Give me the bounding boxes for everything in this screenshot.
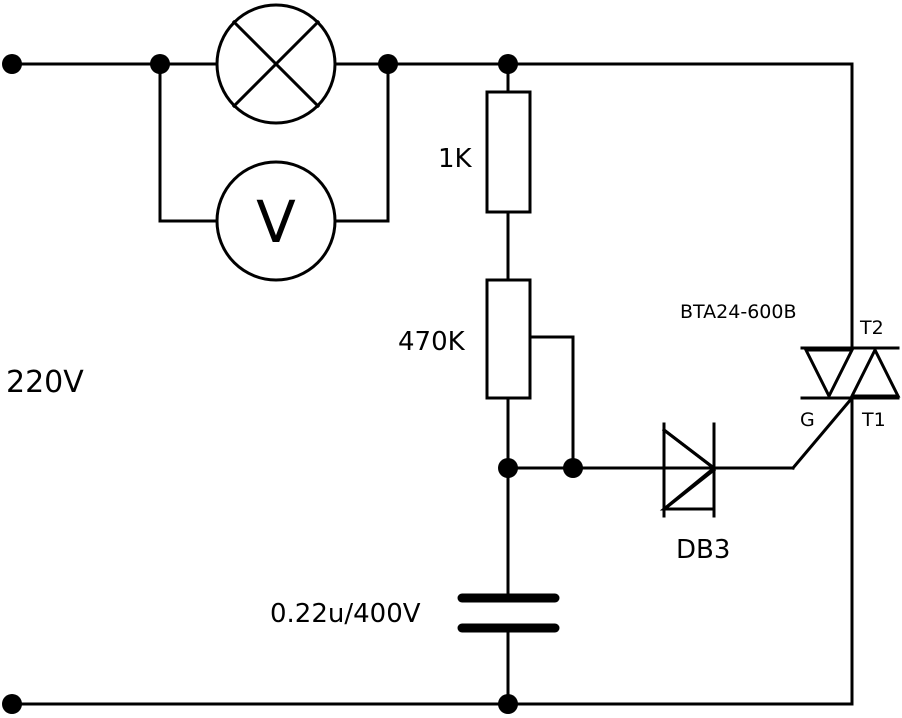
- junction-dot: [563, 458, 583, 478]
- junction-dot: [498, 54, 518, 74]
- terminal-bottom: [2, 694, 22, 714]
- junction-dot: [498, 694, 518, 714]
- junction-dot: [498, 458, 518, 478]
- capacitor-icon: [457, 593, 560, 633]
- junction-dot: [150, 54, 170, 74]
- triac-label: BTA24-600B: [680, 301, 797, 323]
- triac-icon: [800, 346, 901, 400]
- triac-t1-label: T1: [861, 409, 886, 431]
- junction-dot: [378, 54, 398, 74]
- junction-dots: [2, 54, 583, 714]
- diac-icon: [659, 422, 719, 518]
- lamp-icon: [215, 3, 337, 125]
- wire-gate-diag: [790, 395, 855, 471]
- triac-gate-label: G: [800, 409, 815, 431]
- terminal-top: [2, 54, 22, 74]
- potentiometer-icon: [485, 278, 532, 400]
- supply-voltage-label: 220V: [6, 365, 84, 400]
- wires: [10, 62, 855, 706]
- capacitor-label: 0.22u/400V: [270, 599, 421, 629]
- diac-label: DB3: [676, 535, 730, 565]
- voltmeter-icon: V: [215, 160, 337, 282]
- triac-t2-label: T2: [859, 317, 884, 339]
- voltmeter-label: V: [256, 188, 296, 256]
- potentiometer-label: 470K: [398, 327, 466, 357]
- resistor-icon: [485, 90, 532, 214]
- resistor-label: 1K: [438, 144, 473, 174]
